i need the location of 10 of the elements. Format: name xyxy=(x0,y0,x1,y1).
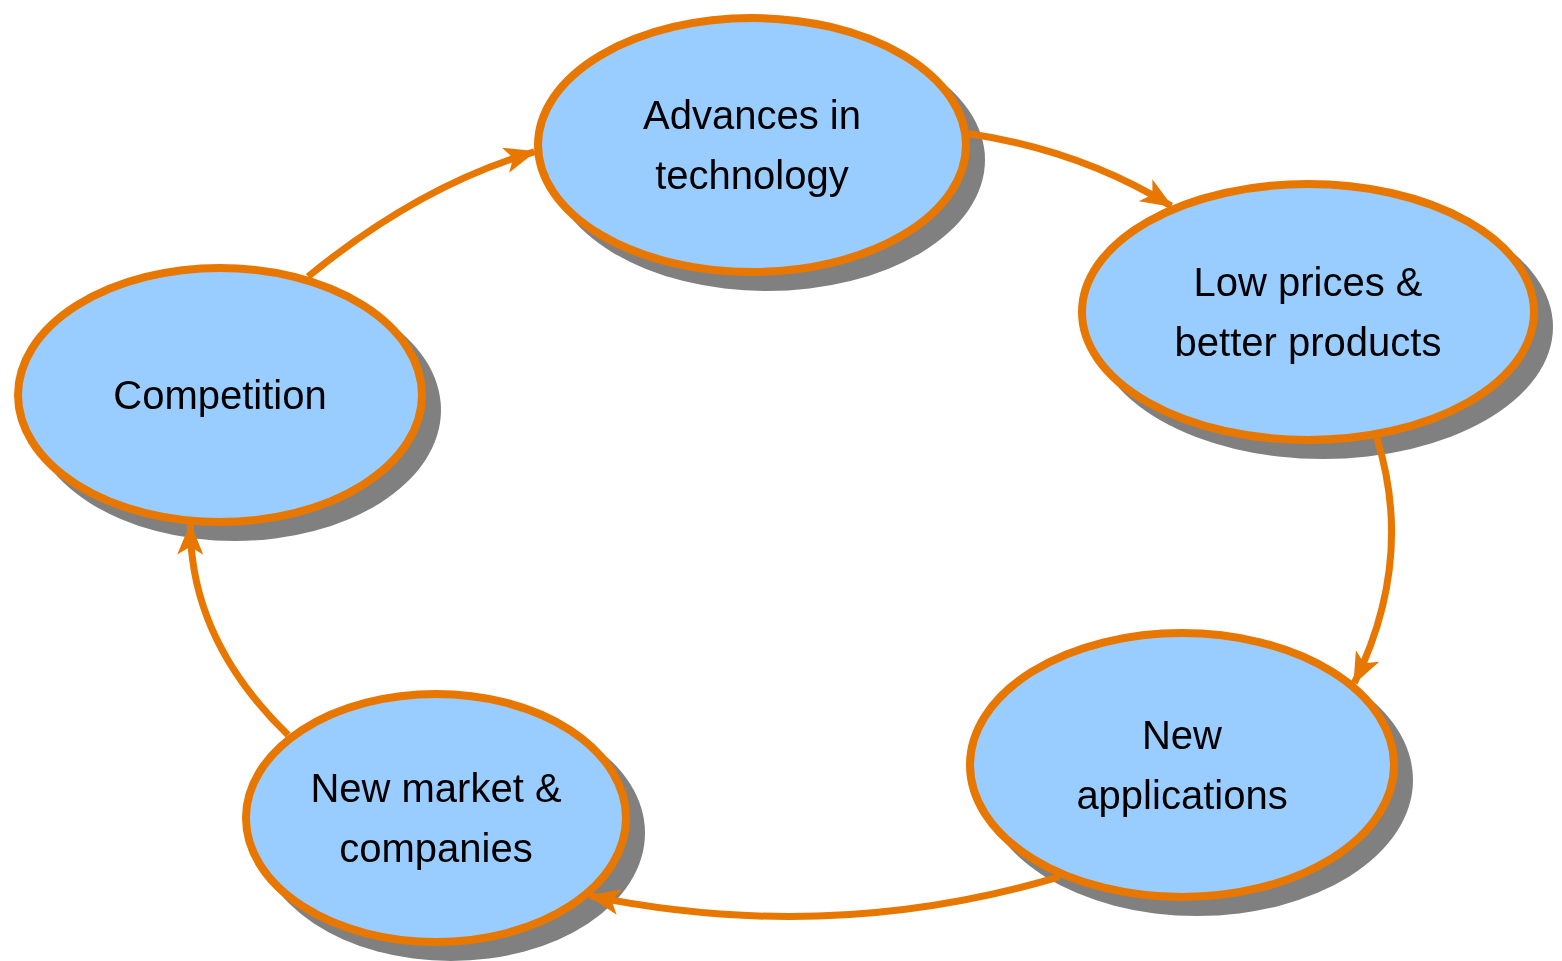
arrow xyxy=(178,522,291,738)
arrow xyxy=(587,873,1060,920)
node-label: Low prices & better products xyxy=(1173,259,1443,366)
arrow xyxy=(968,130,1173,209)
node-label: Competition xyxy=(113,372,327,419)
arrow xyxy=(305,148,537,280)
arrow xyxy=(1351,437,1395,685)
node-label: New market & companies xyxy=(309,765,563,872)
node-label: New applications xyxy=(1075,712,1289,819)
node-label: Advances in technology xyxy=(642,92,862,199)
